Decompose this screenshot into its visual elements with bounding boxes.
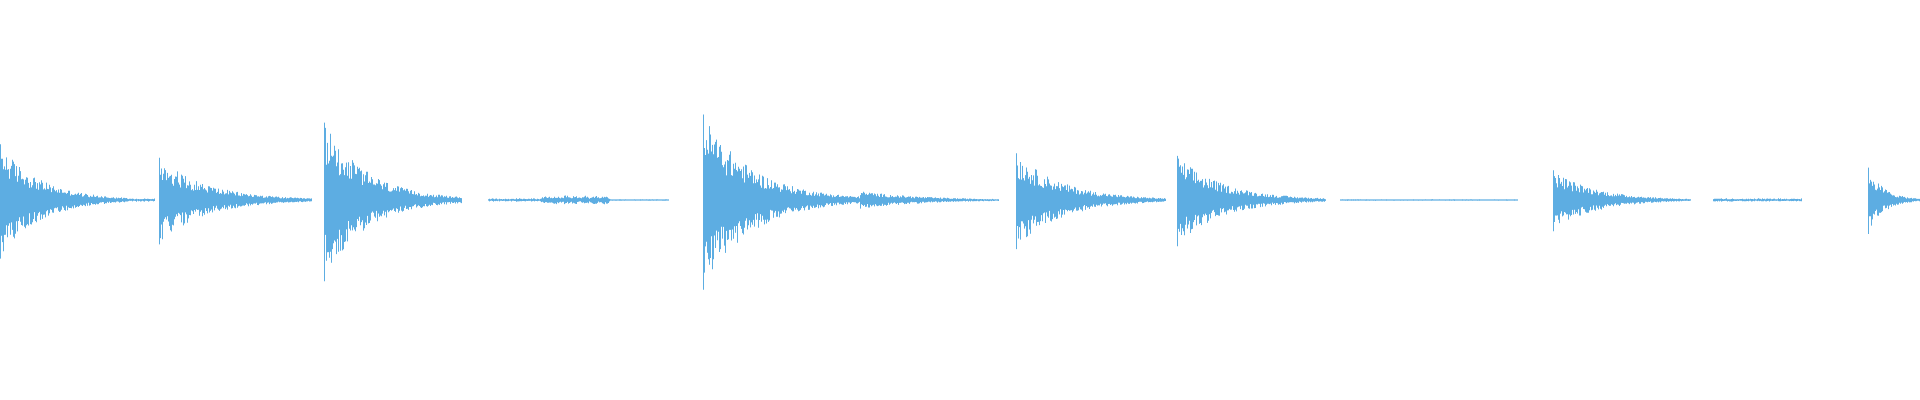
waveform-segment: [703, 114, 861, 290]
waveform-segment: [324, 122, 462, 282]
waveform-segment: [541, 195, 610, 205]
waveform-segment: [488, 198, 542, 202]
waveform-segment: [1340, 199, 1518, 201]
waveform-event-2: [127, 198, 155, 202]
waveform-segment: [1177, 155, 1326, 247]
waveform-event-5: [488, 198, 542, 202]
waveform-event-13: [1553, 170, 1691, 232]
waveform-event-7: [609, 199, 669, 201]
waveform-event-6: [541, 195, 610, 205]
waveform-event-3: [159, 157, 312, 245]
waveform-segment: [609, 199, 669, 201]
waveform-event-12: [1340, 199, 1518, 201]
waveform-segment: [1868, 167, 1920, 234]
waveform-event-11: [1177, 155, 1326, 247]
waveform-event-10: [1016, 153, 1166, 250]
waveform-event-14: [1713, 198, 1802, 202]
waveform-segment: [1713, 198, 1802, 202]
waveform-layer: [0, 114, 1920, 290]
waveform-segment: [0, 144, 128, 259]
waveform-segment: [1016, 153, 1166, 250]
waveform-event-4: [324, 122, 462, 282]
waveform-event-15: [1868, 167, 1920, 234]
waveform-segment: [159, 157, 312, 245]
waveform-event-9: [860, 191, 999, 209]
waveform-event-1: [0, 144, 128, 259]
waveform-segment: [127, 198, 155, 202]
waveform-segment: [1553, 170, 1691, 232]
waveform-segment: [860, 191, 999, 209]
waveform-event-8: [703, 114, 861, 290]
